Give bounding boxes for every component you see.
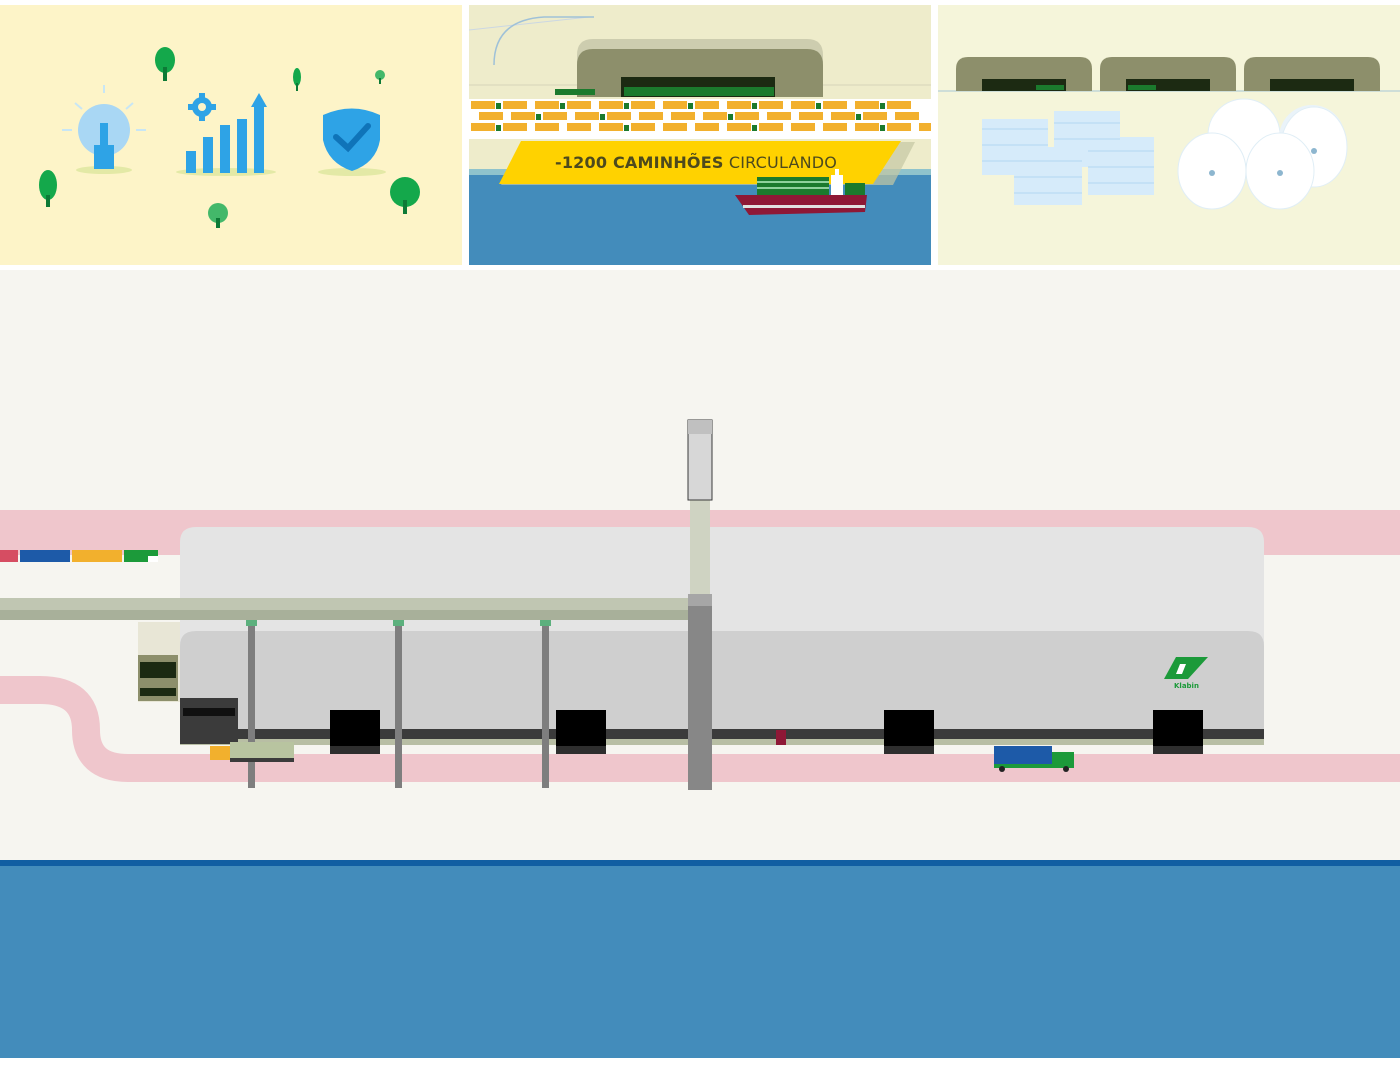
- brand-label: Klabin: [1174, 682, 1199, 690]
- truck-fleet: [469, 99, 931, 139]
- warehouse-lower: [180, 631, 1264, 745]
- support-column: [540, 620, 551, 788]
- loading-dock: [556, 710, 606, 754]
- road: [0, 676, 1400, 782]
- terminal-scene: Klabin: [0, 270, 1400, 860]
- conveyor-tower: [687, 419, 713, 790]
- warehouse: [1244, 57, 1380, 91]
- warehouse: [956, 57, 1092, 91]
- tree-icon: [208, 203, 228, 228]
- banner-strong-text: -1200 CAMINHÕES: [555, 153, 724, 172]
- storage-panel: [938, 5, 1400, 265]
- sea: [0, 860, 1400, 1058]
- truck: [994, 746, 1074, 772]
- warehouse-upper: [180, 527, 1264, 665]
- train: [0, 550, 158, 562]
- paper-rolls: [1177, 98, 1348, 210]
- support-column: [246, 620, 257, 788]
- loading-dock: [330, 710, 380, 754]
- bar-chart-icon: [176, 93, 276, 176]
- cargo-ship: [735, 169, 867, 215]
- support-column: [393, 620, 404, 788]
- warehouse: [555, 39, 823, 97]
- shield-check-icon: [318, 108, 386, 176]
- innovation-panel: [0, 5, 462, 265]
- paper-stacks: [982, 111, 1154, 205]
- truck: [210, 742, 294, 762]
- banner-light-text: CIRCULANDO: [723, 153, 838, 172]
- klabin-logo: [1164, 657, 1208, 679]
- loading-dock: [1153, 710, 1203, 754]
- trucks-banner: -1200 CAMINHÕES CIRCULANDO: [555, 153, 837, 172]
- tree-icon: [39, 170, 57, 207]
- tree-icon: [375, 70, 385, 84]
- lightbulb-icon: [62, 85, 146, 174]
- warehouse: [1100, 57, 1236, 91]
- banner-shape: [499, 141, 901, 184]
- tree-icon: [390, 177, 420, 214]
- tree-icon: [293, 68, 301, 91]
- loading-dock: [884, 710, 934, 754]
- gear-icon: [188, 93, 216, 121]
- tree-icon: [155, 47, 175, 81]
- truck-traffic-panel: -1200 CAMINHÕES CIRCULANDO: [469, 5, 931, 265]
